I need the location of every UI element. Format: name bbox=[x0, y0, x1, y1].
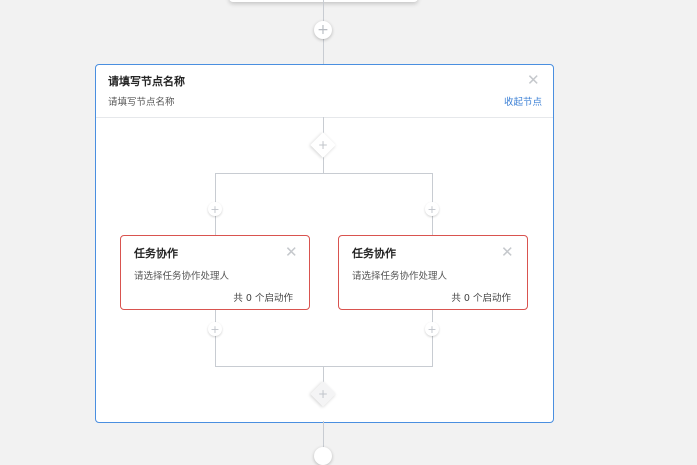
branch-right-line bbox=[432, 310, 433, 366]
plus-icon: + bbox=[317, 138, 329, 152]
task-description: 请选择任务协作处理人 bbox=[352, 271, 448, 282]
plus-icon: + bbox=[210, 202, 220, 216]
plus-icon: + bbox=[427, 202, 437, 216]
branch-bottom-line bbox=[215, 366, 433, 367]
plus-icon: + bbox=[210, 322, 220, 336]
merge-add-button[interactable]: + bbox=[314, 385, 332, 403]
task-title: 任务协作 bbox=[352, 247, 396, 260]
connector-line bbox=[323, 421, 324, 454]
add-node-button[interactable]: + bbox=[425, 202, 439, 216]
close-icon[interactable]: ✕ bbox=[285, 243, 298, 261]
connector-line bbox=[323, 366, 324, 386]
group-title[interactable]: 请填写节点名称 bbox=[108, 75, 185, 88]
plus-icon: + bbox=[427, 322, 437, 336]
close-icon[interactable]: ✕ bbox=[527, 71, 540, 89]
close-icon[interactable]: ✕ bbox=[501, 243, 514, 261]
plus-icon: + bbox=[317, 22, 329, 38]
add-node-button[interactable]: + bbox=[208, 202, 222, 216]
add-node-button[interactable]: + bbox=[208, 322, 222, 336]
add-node-button[interactable]: + bbox=[425, 322, 439, 336]
action-count: 共 0 个启动作 bbox=[451, 293, 511, 304]
group-header: 请填写节点名称 请填写节点名称 收起节点 ✕ bbox=[96, 65, 553, 118]
task-card[interactable]: 任务协作 ✕ 请选择任务协作处理人 共 0 个启动作 bbox=[120, 235, 310, 310]
task-title: 任务协作 bbox=[134, 247, 178, 260]
group-subtitle: 请填写节点名称 bbox=[108, 97, 175, 108]
action-count: 共 0 个启动作 bbox=[233, 293, 293, 304]
branch-left-line bbox=[215, 310, 216, 366]
add-branch-button[interactable]: + bbox=[314, 136, 332, 154]
plus-icon: + bbox=[317, 387, 329, 401]
collapse-node-link[interactable]: 收起节点 bbox=[503, 97, 542, 108]
task-card[interactable]: 任务协作 ✕ 请选择任务协作处理人 共 0 个启动作 bbox=[338, 235, 528, 310]
add-node-button[interactable]: + bbox=[314, 21, 332, 39]
add-node-button[interactable] bbox=[314, 447, 332, 465]
branch-top-line bbox=[215, 173, 433, 174]
task-description: 请选择任务协作处理人 bbox=[134, 271, 230, 282]
